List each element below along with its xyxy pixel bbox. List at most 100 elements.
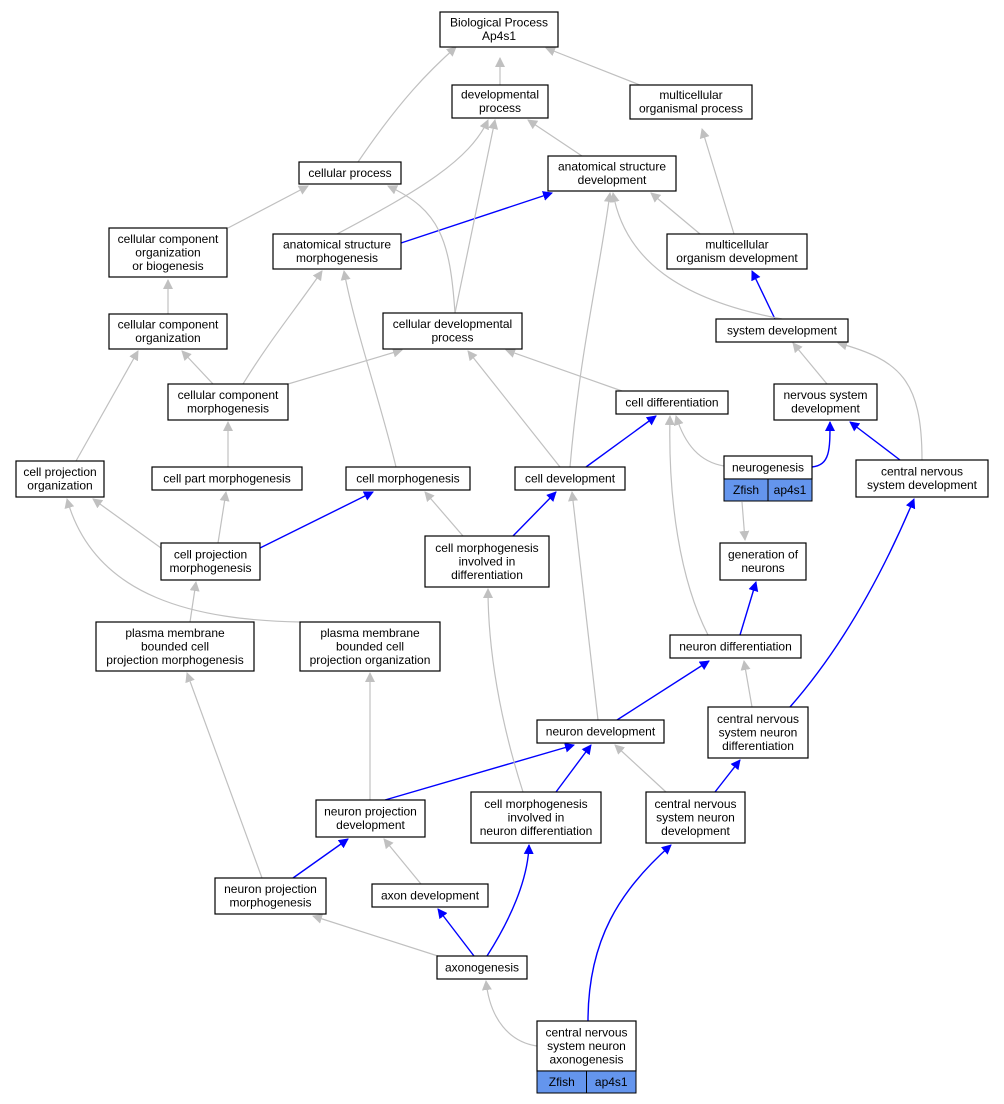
node-label: cell morphogenesis	[435, 541, 538, 555]
edge-gray-19	[837, 340, 923, 461]
annotation-tag-box	[767, 478, 813, 502]
node-label: neurogenesis	[732, 460, 804, 474]
node-sysdev[interactable]: system development	[715, 318, 849, 343]
node-label: cellular component	[178, 388, 279, 402]
edge-gray-11	[454, 119, 499, 314]
node-label: morphogenesis	[296, 251, 378, 265]
edge-gray-4	[650, 192, 701, 235]
annotation-tag-box	[586, 1070, 637, 1094]
edge-gray-16	[287, 347, 403, 385]
node-label: projection organization	[310, 653, 431, 667]
edge-gray-23	[340, 270, 397, 468]
node-neurdiff[interactable]: neuron differentiation	[669, 634, 802, 659]
node-label: cell projection	[23, 465, 96, 479]
node-box	[615, 390, 729, 415]
node-box	[719, 542, 807, 581]
node-label: central nervous	[717, 712, 799, 726]
node-box	[345, 466, 471, 491]
node-box	[451, 84, 549, 119]
node-label: cell development	[525, 471, 616, 485]
node-box	[666, 233, 808, 270]
node-label: bounded cell	[141, 639, 209, 653]
edge-gray-36	[189, 581, 200, 623]
edge-blue-45	[384, 742, 575, 801]
node-label: development	[336, 818, 405, 832]
node-label: development	[578, 173, 647, 187]
node-label: organization	[27, 479, 92, 493]
node-label: multicellular	[659, 88, 722, 102]
edge-gray-56	[481, 980, 538, 1047]
edge-gray-8	[336, 119, 489, 235]
node-label: development	[791, 402, 860, 416]
node-label: morphogenesis	[169, 561, 251, 575]
node-celldev[interactable]: cell development	[514, 466, 626, 491]
node-label: cell morphogenesis	[356, 471, 459, 485]
node-box	[151, 466, 303, 491]
edge-gray-53	[312, 913, 442, 958]
node-label: plasma membrane	[320, 626, 420, 640]
node-axondev[interactable]: axon development	[371, 883, 489, 908]
node-cellproc[interactable]: cellular process	[298, 161, 402, 185]
node-label: bounded cell	[336, 639, 404, 653]
node-box	[108, 313, 228, 350]
node-cellmorph[interactable]: cell morphogenesis	[345, 466, 471, 491]
node-label: or biogenesis	[132, 259, 203, 273]
node-cellpart[interactable]: cell part morphogenesis	[151, 466, 303, 491]
node-label: morphogenesis	[229, 896, 311, 910]
node-axonogenesis[interactable]: axonogenesis	[436, 955, 528, 980]
edge-blue-51	[292, 838, 349, 879]
annotation-tag-label: ap4s1	[774, 483, 807, 497]
node-label: developmental	[461, 88, 539, 102]
edge-gray-24	[569, 192, 614, 468]
edge-gray-43	[740, 660, 753, 708]
node-label: organization	[135, 331, 200, 345]
node-label: anatomical structure	[283, 238, 391, 252]
edge-gray-30	[217, 491, 230, 544]
node-celldiff[interactable]: cell differentiation	[615, 390, 729, 415]
edge-gray-14	[242, 270, 323, 385]
annotation-tag-label: ap4s1	[595, 1075, 628, 1089]
edge-gray-35	[64, 498, 301, 623]
node-label: system development	[727, 323, 838, 337]
node-label: morphogenesis	[187, 402, 269, 416]
node-box	[95, 621, 255, 672]
edge-blue-5	[751, 270, 776, 320]
node-label: axonogenesis	[445, 960, 519, 974]
edge-blue-9	[400, 191, 553, 244]
node-box	[669, 634, 802, 659]
edge-blue-52	[437, 908, 475, 957]
node-box	[108, 227, 228, 278]
node-box	[424, 535, 550, 588]
node-label: organismal process	[639, 102, 743, 116]
node-label: anatomical structure	[558, 160, 666, 174]
node-label: neuron development	[546, 724, 656, 738]
node-label: development	[661, 824, 730, 838]
node-neurdev[interactable]: neuron development	[536, 719, 665, 744]
node-label: cell morphogenesis	[484, 797, 587, 811]
